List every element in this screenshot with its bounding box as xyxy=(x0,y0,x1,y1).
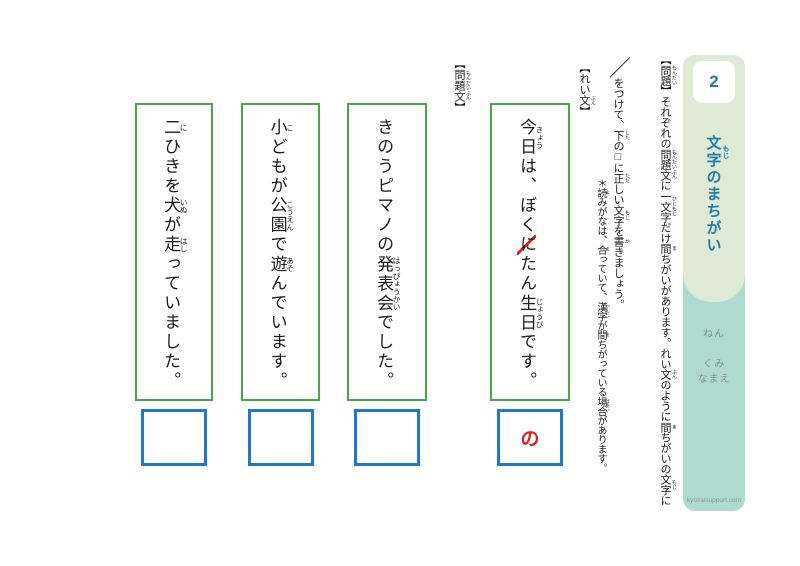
chapter-number-badge: 2 xyxy=(693,61,735,103)
problem-2-answer-box[interactable] xyxy=(248,409,314,466)
instructions-column-2: ／をつけて、下したの□に正ただしい文字もじを書かきましょう。 xyxy=(606,56,631,310)
chapter-tab: 2 文字もじのまちがい ねん くみ なまえ kyozaisupport.com xyxy=(683,55,745,511)
instructions-note: ＊読よみがなは、合あっていて、漢字かんじが間まちがっている場合ばあいがあります。 xyxy=(595,178,611,473)
problem-2-sentence: 小こどもが公園こうえんで遊あそんでいます。 xyxy=(267,118,295,391)
name-field-nen: ねん xyxy=(703,329,725,340)
instructions-column-1: 【問題もんだい】それぞれの問題文もんだいぶんに一文字ひともじだけ間まちがいがあり… xyxy=(659,54,676,506)
example-sentence: 今日きょうは、ぼくにたん生日じょうびです。 xyxy=(517,118,545,391)
example-answer: の xyxy=(520,429,540,450)
problem-2-sentence-box: 小こどもが公園こうえんで遊あそんでいます。 xyxy=(241,103,320,401)
name-field-namae: なまえ xyxy=(697,374,731,385)
example-answer-box[interactable]: の xyxy=(497,409,563,466)
chapter-title: 文字もじのまちがい xyxy=(704,135,729,254)
site-credit: kyozaisupport.com xyxy=(686,497,742,504)
chapter-title-wrap: 文字もじのまちがい xyxy=(683,135,745,254)
problem-1-sentence-box: きのうピマノの発表会はっぴょうかいでした。 xyxy=(347,103,427,401)
chapter-number: 2 xyxy=(709,72,719,91)
name-field-kumi: くみ xyxy=(702,359,726,370)
problem-3-sentence-box: 二にひきを犬いぬが走はしっていました。 xyxy=(135,103,213,401)
problem-1-sentence: きのうピマノの発表会はっぴょうかいでした。 xyxy=(374,118,402,391)
problem-1-answer-box[interactable] xyxy=(354,409,420,466)
problems-section-label: 【問題文もんだいぶん】 xyxy=(453,58,470,113)
example-section-label: 【れい文ぶん】 xyxy=(578,62,595,117)
example-sentence-box: 今日きょうは、ぼくにたん生日じょうびです。 xyxy=(490,103,570,401)
problem-3-sentence: 二にひきを犬いぬが走はしっていました。 xyxy=(161,118,189,391)
problem-3-answer-box[interactable] xyxy=(141,409,207,466)
